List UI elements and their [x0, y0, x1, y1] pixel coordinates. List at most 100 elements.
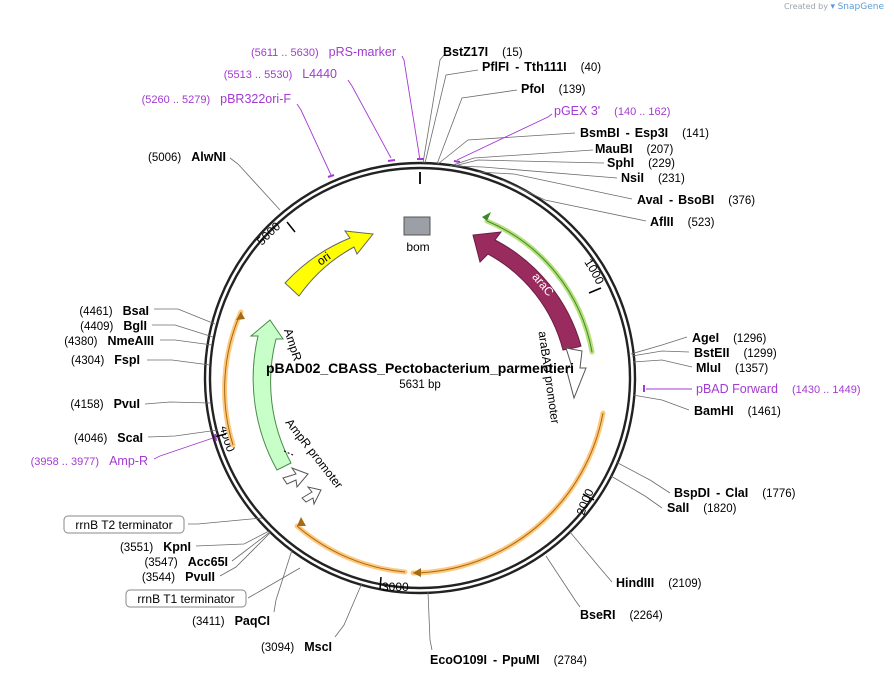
leader-acc65i [231, 531, 271, 562]
enzyme-bstz17i[interactable]: BstZ17I(15) [443, 45, 523, 59]
AmpR-arrow[interactable] [249, 319, 292, 471]
leader-pvuii [219, 532, 271, 577]
enzyme-hindiii[interactable]: HindIII(2109) [616, 576, 702, 590]
enzyme-msci[interactable]: (3094)MscI [261, 640, 332, 654]
enzyme-pvui[interactable]: (4158)PvuI [70, 397, 140, 411]
AmpR-promoter-arrow[interactable] [282, 466, 309, 489]
rrnB-T2-box[interactable] [63, 515, 185, 534]
plasmid-length: 5631 bp [399, 379, 441, 391]
leader-agei [630, 336, 688, 355]
leader-msci [334, 582, 363, 638]
enzyme-avai[interactable]: AvaI-BsoBI(376) [637, 193, 755, 207]
enzyme-aflii[interactable]: AflII(523) [650, 215, 715, 229]
enzyme-bspdi[interactable]: BspDI-ClaI(1776) [674, 486, 796, 500]
enzyme-agei[interactable]: AgeI(1296) [692, 331, 767, 345]
enzyme-ecoo109i[interactable]: EcoO109I-PpuMI(2784) [430, 653, 587, 667]
leader-scai [147, 429, 219, 438]
rrnB-T1-box[interactable] [125, 589, 247, 608]
enzyme-labels: BstZ17I(15) PflFI-Tth111I(40) PfoI(139) … [430, 45, 796, 667]
orf-yellow-lower [410, 410, 606, 576]
enzyme-mlui[interactable]: MluI(1357) [696, 361, 768, 375]
orf-yellow-left-line [224, 311, 242, 446]
primer-prs[interactable]: (5611 .. 5630)pRS-marker [251, 45, 396, 59]
enzyme-pvuii[interactable]: (3544)PvuII [142, 570, 215, 584]
orf-outlines [222, 212, 606, 577]
enzyme-labels-left: (3094)MscI (3411)PaqCI (3544)PvuII (3547… [64, 150, 332, 654]
leader-nmeaiii [160, 339, 213, 346]
orf-yellow-lower-line [412, 412, 604, 574]
primer-marks [214, 158, 645, 442]
leader-bspdi [615, 461, 671, 494]
enzyme-pfoi[interactable]: PfoI(139) [521, 82, 586, 96]
araBAD-promoter-arrow[interactable] [565, 347, 587, 400]
leader-primer-pgex [456, 113, 553, 161]
leader-sphi [453, 159, 605, 167]
primer-l4440[interactable]: (5513 .. 5530)L4440 [224, 67, 337, 81]
primer-labels: (5611 .. 5630)pRS-marker (5513 .. 5530)L… [31, 45, 861, 468]
leader-bgli [152, 324, 214, 338]
enzyme-bsai[interactable]: (4461)BsaI [79, 304, 149, 318]
svg-text:1000: 1000 [581, 256, 607, 287]
enzyme-alwni[interactable]: (5006)AlwNI [148, 150, 226, 164]
enzyme-fspi[interactable]: (4304)FspI [71, 353, 140, 367]
leader-rrnb-t2 [188, 517, 263, 525]
enzyme-nmeaiii[interactable]: (4380)NmeAIII [64, 334, 154, 348]
enzyme-bgli[interactable]: (4409)BglI [80, 319, 147, 333]
leader-sali [610, 475, 663, 509]
enzyme-pflfi[interactable]: PflFI-Tth111I(40) [482, 60, 601, 74]
araBAD-promoter-label: araBAD promoter [536, 330, 563, 424]
tick-mark-3000 [379, 576, 382, 590]
leader-aflii [501, 179, 647, 222]
rrnB-T1-label: rrnB T1 terminator [137, 592, 234, 606]
tick-label-1000: 1000 [581, 256, 607, 287]
orf-yellow-bottom-line [296, 525, 406, 573]
leader-fspi [147, 359, 211, 366]
leader-bseri [545, 555, 581, 608]
leader-bsteii [631, 350, 690, 357]
leader-paqci [273, 549, 293, 613]
ori-arrow[interactable] [284, 230, 374, 297]
enzyme-paqci[interactable]: (3411)PaqCI [192, 614, 270, 628]
enzyme-scai[interactable]: (4046)ScaI [74, 431, 143, 445]
primer-pgex[interactable]: pGEX 3'(140 .. 162) [554, 104, 670, 118]
leader-pflfi [424, 69, 479, 164]
leader-bstz17i [422, 54, 445, 164]
enzyme-bamhi[interactable]: BamHI(1461) [694, 404, 781, 418]
tick-mark-5000 [286, 221, 296, 233]
enzyme-bsteii[interactable]: BstEII(1299) [694, 346, 777, 360]
orf-yellow-left-arrowhead [236, 312, 245, 320]
primer-mark-pbr322 [327, 174, 335, 178]
ori-label: ori [314, 249, 333, 268]
leader-primer-pbr322 [296, 103, 332, 176]
leader-hindiii [569, 531, 613, 583]
primer-pbr322[interactable]: (5260 .. 5279)pBR322ori-F [142, 92, 292, 106]
orf-yellow-lower-arrowhead [413, 568, 421, 577]
enzyme-maubi[interactable]: MauBI(207) [595, 142, 674, 156]
enzyme-bsmbi[interactable]: BsmBI-Esp3I(141) [580, 126, 709, 140]
leader-bsai [154, 308, 216, 325]
enzyme-kpni[interactable]: (3551)KpnI [120, 540, 191, 554]
enzyme-sphi[interactable]: SphI(229) [607, 156, 675, 170]
leader-maubi [449, 149, 594, 167]
leader-ecoo109i [427, 591, 433, 651]
bom-box[interactable] [403, 216, 431, 236]
leader-primer-l4440 [347, 79, 392, 159]
svg-text:2000: 2000 [574, 486, 597, 517]
leader-pvui [144, 401, 211, 405]
enzyme-acc65i[interactable]: (3547)Acc65I [144, 555, 228, 569]
snapgene-credit: Created by ▾ SnapGene [784, 2, 884, 12]
leader-mlui [632, 359, 693, 368]
leader-primer-ampr [153, 437, 214, 460]
araC-arrow[interactable] [472, 231, 582, 351]
primer-ampr[interactable]: (3958 .. 3977)Amp-R [31, 454, 148, 468]
tick-label-2000: 2000 [574, 486, 597, 517]
plasmid-name: pBAD02_CBASS_Pectobacterium_parmentieri [266, 360, 574, 376]
enzyme-nsii[interactable]: NsiI(231) [621, 171, 685, 185]
enzyme-sali[interactable]: SalI(1820) [667, 501, 737, 515]
rrnB-T2-label: rrnB T2 terminator [75, 518, 172, 532]
tick-mark-1000 [588, 287, 602, 294]
leader-avai [477, 171, 633, 200]
primer-pbad[interactable]: pBAD Forward(1430 .. 1449) [696, 382, 860, 396]
enzyme-bseri[interactable]: BseRI(2264) [580, 608, 663, 622]
orf-green-arrowhead [482, 212, 491, 221]
